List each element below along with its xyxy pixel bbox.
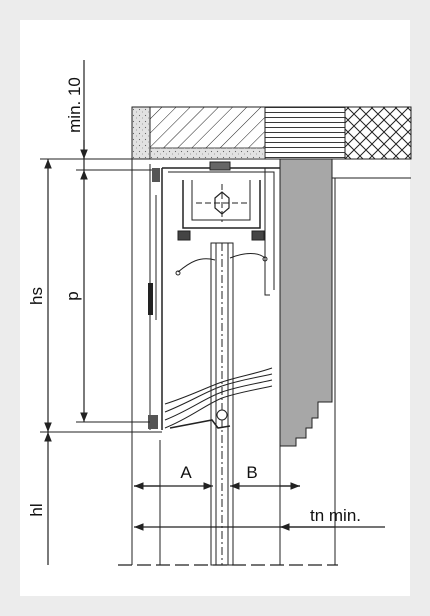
window-frame-wall bbox=[279, 158, 411, 447]
hl-label: hl bbox=[27, 503, 46, 516]
hs-label: hs bbox=[27, 287, 46, 305]
a-label: A bbox=[180, 463, 192, 482]
masonry-lintel bbox=[131, 106, 412, 160]
tn-min-label: tn min. bbox=[310, 506, 361, 525]
min10-label: min. 10 bbox=[65, 77, 84, 133]
p-label: p bbox=[63, 291, 82, 300]
shutter-box bbox=[131, 159, 281, 566]
b-label: B bbox=[246, 463, 257, 482]
